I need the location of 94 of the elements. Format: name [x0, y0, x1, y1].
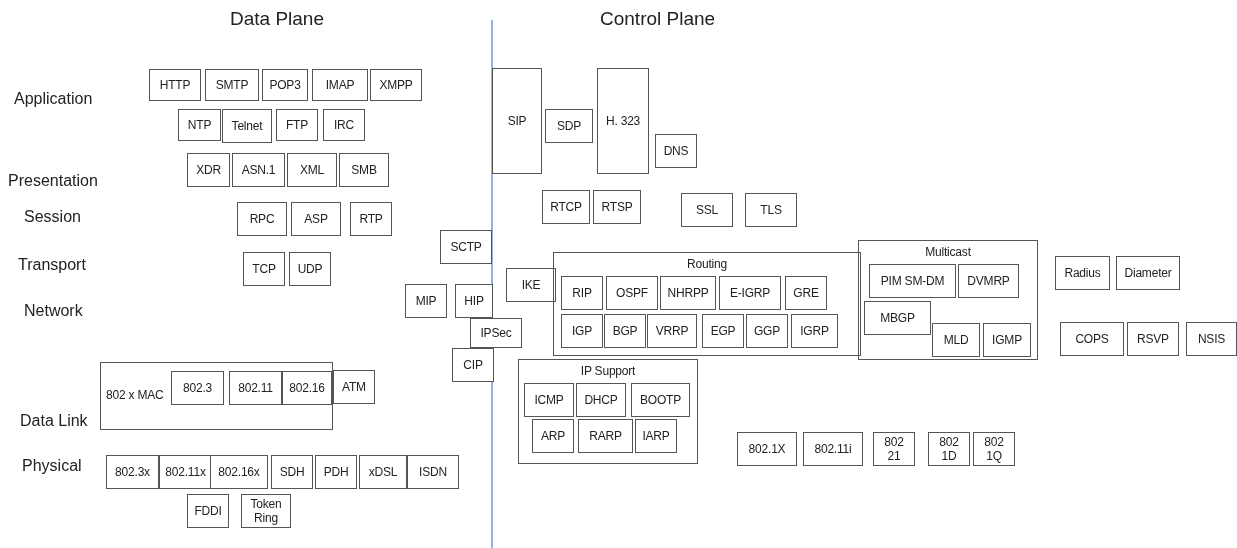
protocol-box: 802.1X — [737, 432, 797, 466]
protocol-box: VRRP — [647, 314, 697, 348]
protocol-box: IGP — [561, 314, 603, 348]
protocol-box: 802.16x — [210, 455, 268, 489]
protocol-box: SMTP — [205, 69, 259, 101]
protocol-box: 802.16 — [282, 371, 332, 405]
protocol-box: IGMP — [983, 323, 1031, 357]
protocol-box: NTP — [178, 109, 221, 141]
protocol-box: 802.3 — [171, 371, 224, 405]
protocol-box: MIP — [405, 284, 447, 318]
protocol-box: NHRPP — [660, 276, 716, 310]
protocol-box: IMAP — [312, 69, 368, 101]
protocol-box: RIP — [561, 276, 603, 310]
protocol-box: RTSP — [593, 190, 641, 224]
protocol-box: PIM SM-DM — [869, 264, 956, 298]
protocol-box: DHCP — [576, 383, 626, 417]
group-title: Multicast — [924, 245, 972, 259]
plane-heading: Data Plane — [230, 8, 324, 30]
protocol-box: RSVP — [1127, 322, 1179, 356]
protocol-box: NSIS — [1186, 322, 1237, 356]
protocol-box: 802.11x — [159, 455, 212, 489]
layer-label: Application — [14, 90, 93, 108]
layer-label: Data Link — [20, 412, 88, 430]
plane-heading: Control Plane — [600, 8, 716, 30]
protocol-box: HTTP — [149, 69, 201, 101]
protocol-box: Radius — [1055, 256, 1110, 290]
layer-label: Physical — [22, 457, 82, 475]
protocol-box: 802 1D — [928, 432, 970, 466]
protocol-box: SIP — [492, 68, 542, 174]
protocol-box: IARP — [635, 419, 677, 453]
protocol-box: ARP — [532, 419, 574, 453]
protocol-box: HIP — [455, 284, 493, 318]
protocol-box: 802 21 — [873, 432, 915, 466]
protocol-box: ICMP — [524, 383, 574, 417]
protocol-box: Diameter — [1116, 256, 1180, 290]
protocol-box: FDDI — [187, 494, 229, 528]
protocol-box: BOOTP — [631, 383, 690, 417]
protocol-box: ASP — [291, 202, 341, 236]
protocol-box: RARP — [578, 419, 633, 453]
layer-label: Session — [24, 208, 81, 226]
protocol-box: SDH — [271, 455, 313, 489]
protocol-box: COPS — [1060, 322, 1124, 356]
protocol-box: H. 323 — [597, 68, 649, 174]
group-box — [858, 240, 1038, 360]
protocol-box: TCP — [243, 252, 285, 286]
protocol-box: xDSL — [359, 455, 407, 489]
protocol-box: DNS — [655, 134, 697, 168]
group-box — [100, 362, 333, 430]
group-title: Routing — [686, 257, 728, 271]
protocol-box: GGP — [746, 314, 788, 348]
protocol-box: IKE — [506, 268, 556, 302]
protocol-box: ISDN — [407, 455, 459, 489]
protocol-box: GRE — [785, 276, 827, 310]
protocol-box: UDP — [289, 252, 331, 286]
protocol-box: E-IGRP — [719, 276, 781, 310]
layer-label: Transport — [18, 256, 86, 274]
protocol-box: TLS — [745, 193, 797, 227]
protocol-box: ATM — [333, 370, 375, 404]
protocol-box: BGP — [604, 314, 646, 348]
protocol-box: 802 1Q — [973, 432, 1015, 466]
protocol-box: CIP — [452, 348, 494, 382]
protocol-box: Token Ring — [241, 494, 291, 528]
protocol-box: IPSec — [470, 318, 522, 348]
protocol-box: XDR — [187, 153, 230, 187]
protocol-box: 802.3x — [106, 455, 159, 489]
group-box — [553, 252, 861, 356]
protocol-box: 802.11i — [803, 432, 863, 466]
protocol-box: ASN.1 — [232, 153, 285, 187]
group-box — [518, 359, 698, 464]
protocol-box: MBGP — [864, 301, 931, 335]
protocol-box: XML — [287, 153, 337, 187]
protocol-box: IRC — [323, 109, 365, 141]
layer-label: Presentation — [8, 172, 98, 190]
protocol-box: SCTP — [440, 230, 492, 264]
protocol-box: SMB — [339, 153, 389, 187]
protocol-box: OSPF — [606, 276, 658, 310]
protocol-box: PDH — [315, 455, 357, 489]
protocol-box: Telnet — [222, 109, 272, 143]
group-title: 802 x MAC — [106, 388, 164, 402]
protocol-box: RTP — [350, 202, 392, 236]
protocol-box: EGP — [702, 314, 744, 348]
protocol-box: FTP — [276, 109, 318, 141]
protocol-box: XMPP — [370, 69, 422, 101]
protocol-box: IGRP — [791, 314, 838, 348]
protocol-box: RTCP — [542, 190, 590, 224]
layer-label: Network — [24, 302, 83, 320]
protocol-box: SDP — [545, 109, 593, 143]
protocol-box: 802.11 — [229, 371, 282, 405]
group-title: IP Support — [579, 364, 637, 378]
protocol-box: DVMRP — [958, 264, 1019, 298]
protocol-box: SSL — [681, 193, 733, 227]
protocol-box: MLD — [932, 323, 980, 357]
protocol-box: POP3 — [262, 69, 308, 101]
protocol-box: RPC — [237, 202, 287, 236]
